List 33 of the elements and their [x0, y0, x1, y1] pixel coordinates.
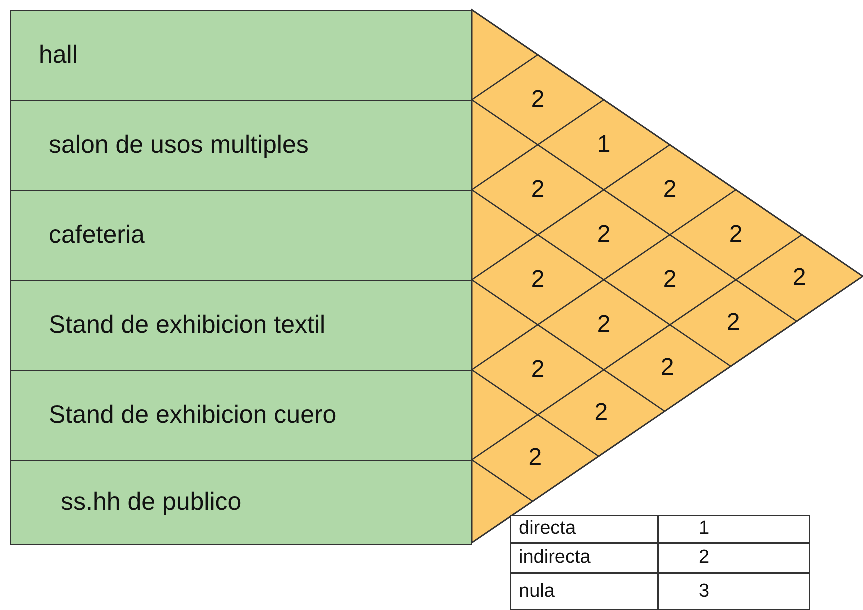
relation-value: 2 [792, 266, 806, 290]
relation-value: 2 [597, 313, 611, 337]
relation-value: 2 [528, 446, 542, 470]
relation-value: 1 [597, 133, 611, 157]
space-name: Stand de exhibicion cuero [49, 401, 337, 430]
space-name: ss.hh de publico [61, 488, 242, 517]
space-row-box [10, 190, 472, 282]
relation-value: 2 [531, 88, 545, 112]
legend-table-cell: nula [510, 573, 658, 610]
space-row-box [10, 460, 472, 544]
space-name: Stand de exhibicion textil [49, 311, 326, 340]
space-name: cafeteria [49, 221, 145, 250]
relation-value: 2 [663, 178, 677, 202]
space-name: hall [39, 41, 78, 70]
space-name: salon de usos multiples [49, 131, 309, 160]
space-row-box [10, 100, 472, 192]
legend-table-cell: 2 [658, 543, 810, 573]
space-row-box [10, 280, 472, 372]
relation-value: 2 [726, 311, 740, 336]
legend-table-cell: 1 [658, 515, 810, 543]
space-row-box [10, 10, 472, 102]
relation-value: 2 [660, 356, 674, 380]
legend-table-cell: 3 [658, 573, 810, 610]
relation-value: 2 [594, 401, 608, 426]
relation-value: 2 [531, 268, 545, 292]
legend-table-cell: indirecta [510, 543, 658, 573]
relation-value: 2 [531, 358, 545, 382]
relation-value: 2 [729, 223, 743, 247]
relation-value: 2 [663, 268, 677, 292]
relation-value: 2 [531, 178, 545, 202]
legend-table-cell: directa [510, 515, 658, 543]
space-row-box [10, 370, 472, 462]
relation-value: 2 [597, 223, 611, 247]
